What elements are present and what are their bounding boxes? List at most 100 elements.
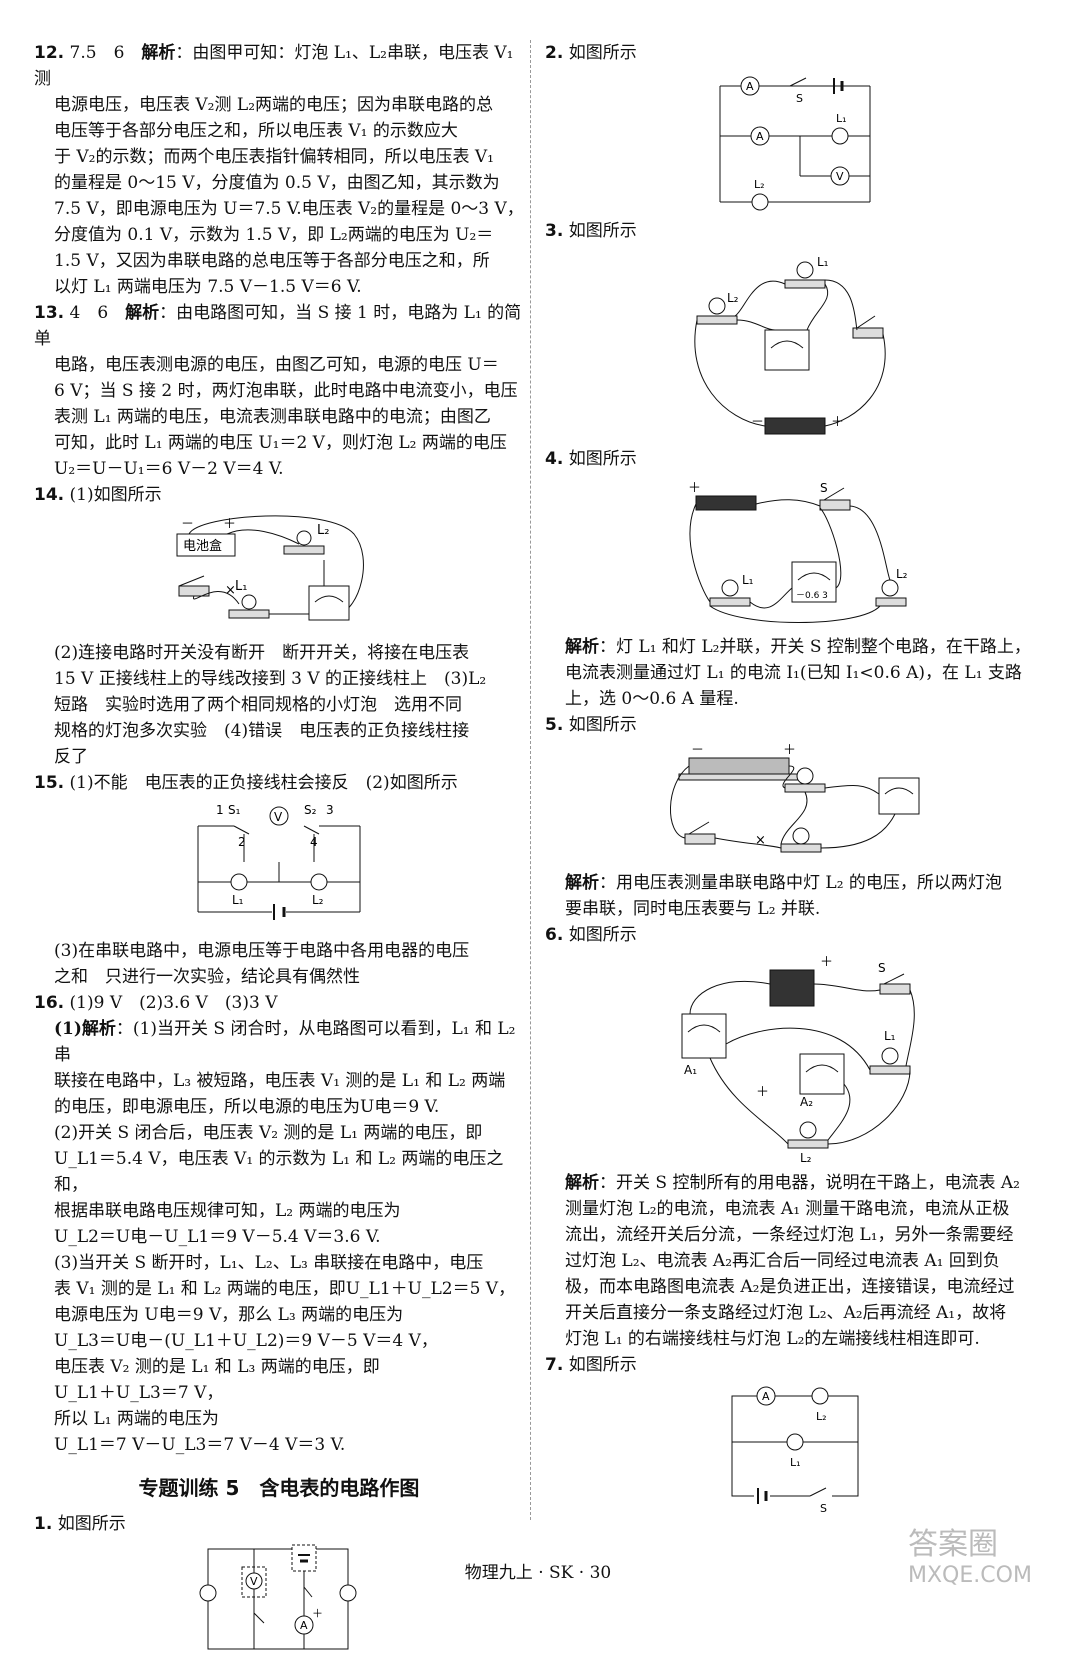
question-14: 14. (1)如图所示 － ＋ 电池盒 L₂ × L₁ (2)连接电路时开关没有… bbox=[34, 485, 487, 767]
meter-scale bbox=[805, 1064, 839, 1073]
svg-text:L₁: L₁ bbox=[235, 579, 247, 594]
svg-text:L₂: L₂ bbox=[727, 291, 739, 305]
question-r3: 3. 如图所示 L₁ L₂ － ＋ bbox=[545, 218, 1045, 440]
wire bbox=[734, 280, 786, 317]
battery-box bbox=[176, 533, 236, 557]
bulb-base-l1 bbox=[784, 279, 826, 289]
section-title: 专题训练 5 含电表的电路作图 bbox=[138, 1476, 420, 1500]
switch-s2-icon bbox=[303, 825, 320, 835]
svg-text:S: S bbox=[820, 1502, 827, 1514]
wire bbox=[188, 515, 364, 615]
ammeter-a2-icon bbox=[799, 1053, 845, 1095]
r4-circuit-figure: ＋ S －0.6 3 L₁ L₂ bbox=[688, 481, 908, 623]
svg-text:L₂: L₂ bbox=[800, 1151, 812, 1164]
column-divider bbox=[530, 40, 531, 1520]
bulb-l2-icon bbox=[799, 1121, 817, 1139]
svg-text:－: － bbox=[751, 415, 764, 430]
bulb-l2-icon bbox=[881, 579, 899, 597]
question-r5: 5. 如图所示 － ＋ × 解析：用电压表测量串联电路中灯 L₂ 的电压，所以两… bbox=[545, 715, 1002, 919]
wire bbox=[709, 605, 881, 623]
svg-text:V: V bbox=[274, 810, 283, 824]
battery-icon bbox=[688, 757, 790, 775]
voltmeter-icon bbox=[878, 777, 920, 815]
r5-circuit-figure: － ＋ × bbox=[669, 744, 920, 853]
switch-icon bbox=[789, 77, 807, 87]
bulb-base-l2 bbox=[787, 1139, 829, 1149]
svg-text:电池盒: 电池盒 bbox=[183, 538, 222, 554]
svg-text:L₁: L₁ bbox=[884, 1029, 896, 1043]
battery-gap bbox=[754, 1486, 770, 1506]
svg-text:L₁: L₁ bbox=[232, 893, 244, 907]
wire bbox=[736, 319, 776, 331]
switch-icon bbox=[303, 1586, 313, 1598]
wire bbox=[824, 333, 886, 427]
svg-text:1: 1 bbox=[216, 803, 224, 817]
svg-text:S: S bbox=[796, 92, 803, 105]
battery-icon bbox=[764, 417, 826, 435]
bulb-l1-icon bbox=[721, 579, 739, 597]
ammeter-a-icon bbox=[750, 126, 770, 146]
bulb-base-l2 bbox=[875, 597, 907, 607]
wire bbox=[689, 503, 711, 603]
wire bbox=[749, 587, 793, 609]
bulb-l2-icon bbox=[792, 827, 810, 845]
bulb-base-l1 bbox=[709, 597, 751, 607]
bulb-l1-icon bbox=[796, 261, 814, 279]
svg-text:L₁: L₁ bbox=[836, 112, 847, 125]
question-12: 12. 7.5 6 解析：由图甲可知：灯泡 L₁、L₂串联，电压表 V₁ 测 电… bbox=[34, 43, 524, 297]
wire bbox=[824, 785, 880, 795]
question-r1: 1. 如图所示 V A ＋ bbox=[34, 1511, 524, 1663]
svg-text:A: A bbox=[762, 1390, 770, 1403]
svg-text:A: A bbox=[746, 80, 754, 93]
bulb-l1-icon bbox=[796, 767, 814, 785]
wire bbox=[827, 1069, 911, 1145]
left-column: 12. 7.5 6 解析：由图甲可知：灯泡 L₁、L₂串联，电压表 V₁ 测 电… bbox=[34, 40, 524, 1669]
dashed-box bbox=[241, 1566, 267, 1598]
bulb-base-l1 bbox=[784, 783, 826, 793]
voltmeter-icon bbox=[308, 585, 350, 621]
question-r4: 4. 如图所示 ＋ S －0.6 3 L₁ L₂ 解析：灯 L₁ 和灯 L₂并联… bbox=[545, 449, 1031, 709]
svg-text:S: S bbox=[820, 481, 828, 495]
bulb-base-l2 bbox=[696, 315, 738, 325]
ammeter-icon bbox=[791, 561, 837, 603]
question-13: 13. 4 6 解析：由电路图可知，当 S 接 1 时，电路为 L₁ 的简单 电… bbox=[34, 303, 522, 479]
svg-text:L₂: L₂ bbox=[312, 893, 324, 907]
wire bbox=[813, 983, 881, 992]
ammeter-a1-icon bbox=[681, 1013, 727, 1059]
wire bbox=[694, 319, 766, 427]
wire bbox=[824, 279, 858, 331]
svg-text:L₂: L₂ bbox=[896, 567, 908, 581]
svg-text:A₁: A₁ bbox=[684, 1063, 697, 1077]
bulb-base-l2 bbox=[283, 545, 325, 555]
page-footer: 物理九上 · SK · 30 bbox=[464, 1563, 612, 1583]
question-r2: 2. 如图所示 A S A L₁ V L₂ bbox=[545, 40, 1045, 212]
svg-text:答案圈: 答案圈 bbox=[908, 1527, 998, 1562]
wire bbox=[806, 283, 829, 331]
battery-icon bbox=[769, 969, 815, 1007]
svg-text:2: 2 bbox=[238, 835, 246, 849]
lamp-l1-icon bbox=[230, 873, 248, 891]
svg-text:V: V bbox=[250, 1575, 258, 1588]
wire bbox=[193, 591, 240, 605]
r2-circuit-figure: A S A L₁ V L₂ bbox=[719, 76, 871, 211]
wire bbox=[849, 505, 891, 581]
switch-icon bbox=[684, 833, 716, 845]
svg-text:S₁: S₁ bbox=[228, 803, 241, 817]
meter-scale bbox=[797, 572, 831, 581]
svg-text:L₁: L₁ bbox=[790, 1456, 801, 1469]
battery-box bbox=[291, 1544, 317, 1572]
wire bbox=[689, 980, 771, 1015]
svg-text:＋: ＋ bbox=[223, 517, 236, 532]
svg-text:＋: ＋ bbox=[820, 955, 833, 970]
wire bbox=[755, 499, 821, 507]
switch-icon bbox=[819, 499, 851, 511]
right-column: 2. 如图所示 A S A L₁ V L₂ 3. 如图所示 bbox=[545, 40, 1045, 1520]
svg-text:3: 3 bbox=[326, 803, 334, 817]
wire bbox=[905, 989, 915, 1067]
svg-text:＋: ＋ bbox=[783, 744, 796, 758]
lamp-l2-icon bbox=[751, 193, 769, 211]
r7-circuit-figure: A L₂ L₁ S bbox=[731, 1386, 859, 1514]
lamp-l1-icon bbox=[786, 1433, 804, 1451]
wire bbox=[827, 1083, 851, 1141]
svg-text:L₂: L₂ bbox=[317, 523, 329, 538]
